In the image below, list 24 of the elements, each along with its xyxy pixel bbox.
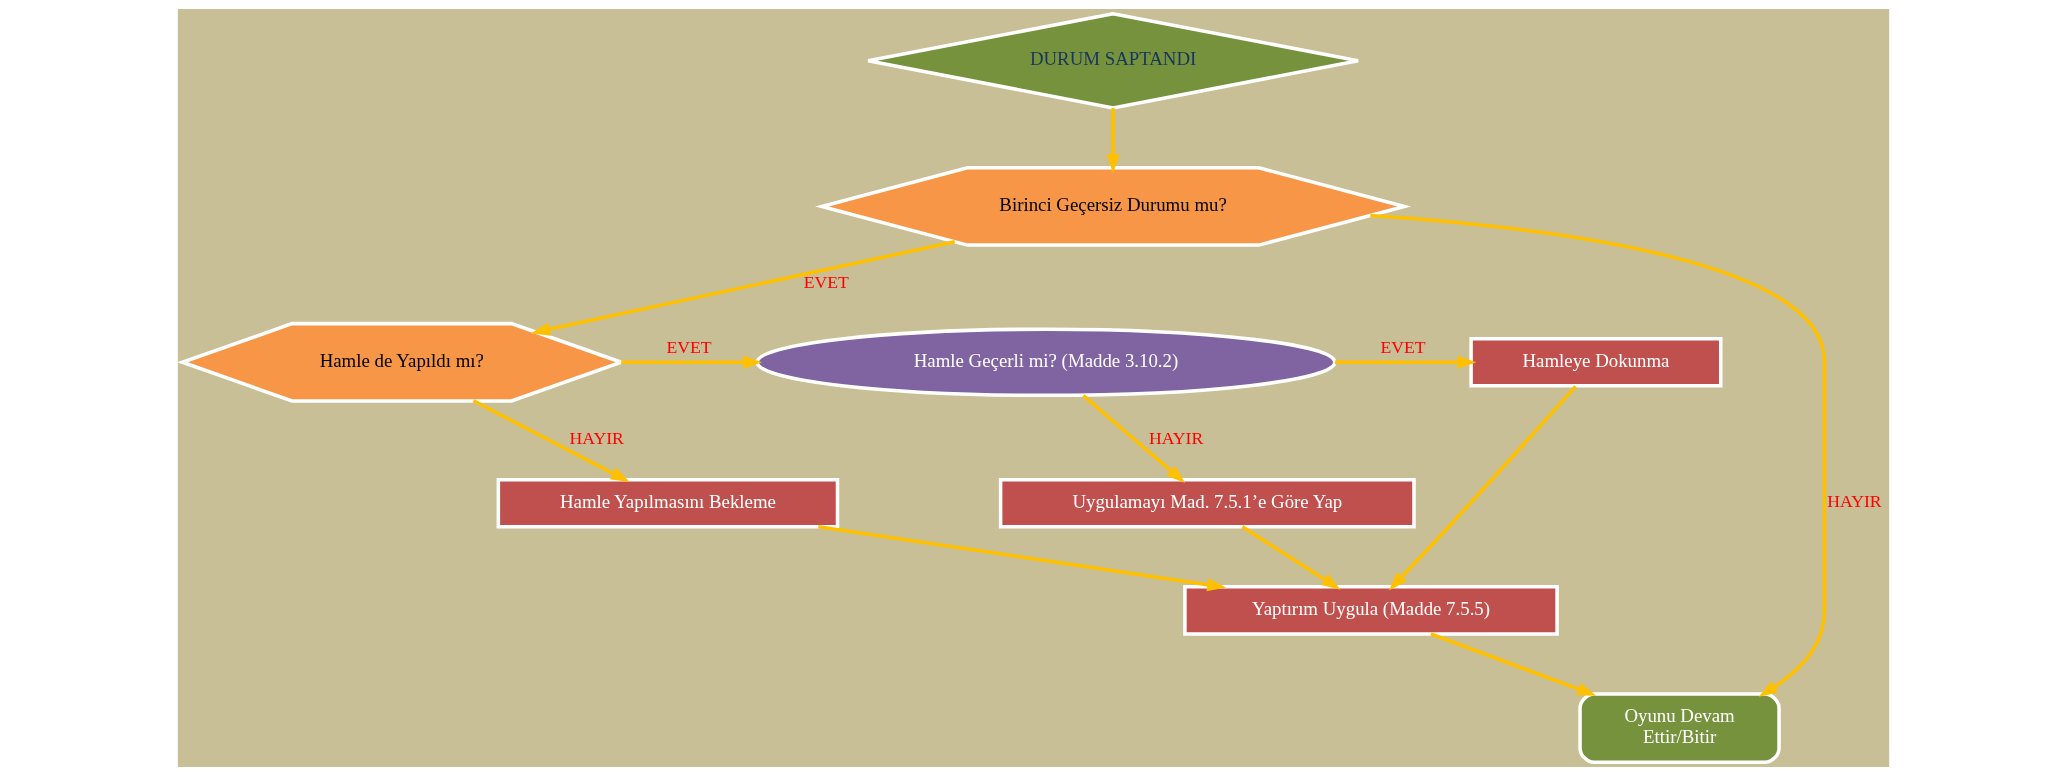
edge-label: EVET <box>665 336 712 357</box>
arrow <box>1388 384 1577 590</box>
arrow <box>1240 524 1340 590</box>
arrow <box>817 524 1226 591</box>
arrow <box>472 398 630 482</box>
node-box: Yaptırım Uygula (Madde 7.5.5) <box>1182 584 1559 636</box>
node-diamond: DURUM SAPTANDI <box>865 11 1360 110</box>
edge-label: HAYIR <box>569 427 624 448</box>
node-box: Oyunu Devam Ettir/Bitir <box>1577 691 1781 764</box>
arrow <box>1334 355 1476 369</box>
node-box: Uygulamayı Mad. 7.5.1’e Göre Yap <box>998 477 1416 528</box>
edge-label: EVET <box>1379 336 1426 357</box>
edge-label: EVET <box>803 271 849 292</box>
arrow <box>1081 393 1185 483</box>
arrow <box>620 355 762 369</box>
edge-label: HAYIR <box>1826 490 1882 511</box>
edge-label: HAYIR <box>1148 427 1203 448</box>
node-box: Hamleye Dokunma <box>1468 336 1723 388</box>
arrow <box>1106 107 1120 173</box>
node-ellipse: Hamle Geçerli mi? (Madde 3.10.2) <box>754 326 1337 397</box>
arrow <box>1369 213 1826 697</box>
arrow <box>1429 631 1596 696</box>
arrow <box>530 239 955 336</box>
node-box: Hamle Yapılmasını Bekleme <box>496 477 839 528</box>
